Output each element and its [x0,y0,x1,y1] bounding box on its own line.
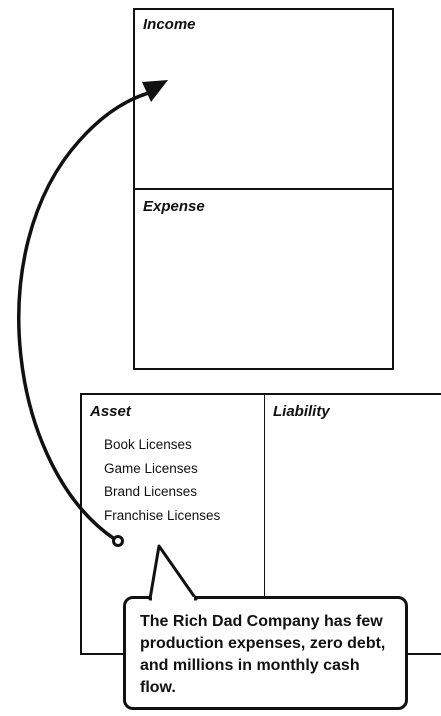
expense-title: Expense [143,198,205,215]
asset-item-book-licenses: Book Licenses [104,437,192,452]
asset-item-brand-licenses: Brand Licenses [104,484,198,499]
income-title: Income [143,16,196,33]
callout-box: The Rich Dad Company has few production … [123,596,408,710]
asset-title: Asset [90,403,131,420]
asset-item-game-licenses: Game Licenses [104,460,198,476]
callout-text: The Rich Dad Company has few production … [140,613,386,696]
asset-list: Book Licenses Game Licenses Brand Licens… [104,433,220,527]
asset-item-franchise-licenses: Franchise Licenses [104,507,221,523]
income-box: Income [133,8,394,190]
expense-box: Expense [133,188,394,370]
liability-title: Liability [273,403,330,420]
